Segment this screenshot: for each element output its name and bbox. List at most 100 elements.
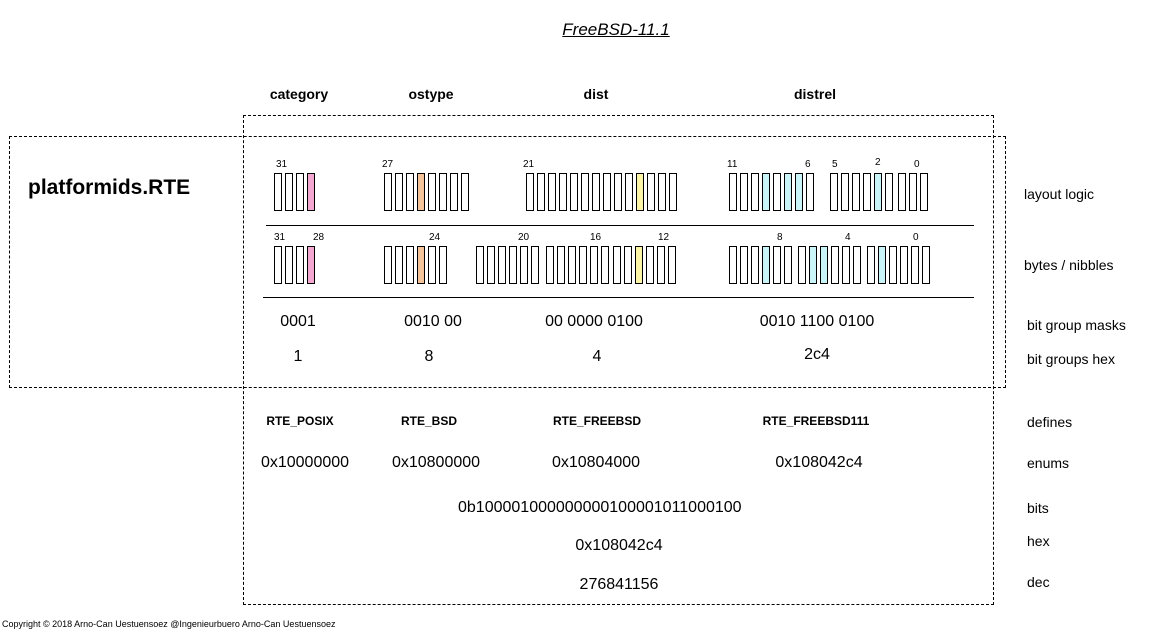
define-freebsd111: RTE_FREEBSD111 (762, 414, 870, 428)
bit-cell (806, 173, 814, 211)
bit-cell (867, 246, 875, 284)
bit-cell (646, 246, 654, 284)
bit-cell (417, 173, 425, 211)
column-dist: dist (583, 86, 609, 102)
bit-cell (406, 246, 414, 284)
row-label-masks: bit group masks (1027, 317, 1126, 333)
bit-cell (307, 246, 315, 284)
row-label-defines: defines (1027, 414, 1073, 430)
bit-cell (773, 173, 781, 211)
bit-cell (296, 246, 304, 284)
platform-name: platformids.RTE (28, 176, 191, 199)
bit-cell (729, 173, 737, 211)
row-label-dec: dec (1027, 574, 1050, 590)
bit-cell (601, 246, 609, 284)
bit-cell (461, 173, 469, 211)
dec-value: 276841156 (579, 576, 659, 593)
bit-cell (625, 173, 633, 211)
hex-category: 1 (293, 348, 303, 365)
bit-cell (498, 246, 506, 284)
bit-cell (841, 173, 849, 211)
column-category: category (269, 86, 329, 102)
bit-cell (740, 246, 748, 284)
bit-cell (526, 173, 534, 211)
bit-cell (878, 246, 886, 284)
separator-line (263, 297, 974, 298)
bit-cell (740, 173, 748, 211)
bit-cell (384, 173, 392, 211)
bit-cell (885, 173, 893, 211)
bit-cell (820, 246, 828, 284)
bit-cell (274, 173, 282, 211)
bit-cell (384, 246, 392, 284)
bit-cell (537, 173, 545, 211)
bit-cell (762, 246, 770, 284)
mask-dist: 00 0000 0100 (545, 313, 643, 330)
bit-cell (784, 246, 792, 284)
enum-freebsd: 0x10804000 (551, 454, 641, 471)
bit-cell (809, 246, 817, 284)
bit-cell (831, 246, 839, 284)
bit-cell (590, 246, 598, 284)
bit-number: 28 (313, 232, 325, 243)
bit-number: 2 (875, 157, 881, 168)
bit-cell (773, 246, 781, 284)
bit-cell (751, 173, 759, 211)
bit-cell (911, 246, 919, 284)
bit-cell (557, 246, 565, 284)
bit-cell (853, 246, 861, 284)
bit-cell (863, 173, 871, 211)
bit-cell (657, 246, 665, 284)
bit-cell (784, 173, 792, 211)
bit-cell (476, 246, 484, 284)
copyright-text: Copyright © 2018 Arno-Can Uestuensoez @I… (2, 619, 336, 629)
bit-cell (520, 246, 528, 284)
bits-value: 0b100001000000000100001011000100 (458, 499, 742, 516)
hex-ostype: 8 (424, 348, 434, 365)
mask-category: 0001 (280, 313, 316, 330)
bit-cell (395, 173, 403, 211)
define-bsd: RTE_BSD (400, 414, 457, 428)
bit-cell (636, 173, 644, 211)
bit-cell (559, 173, 567, 211)
bit-cell (668, 246, 676, 284)
bit-cell (751, 246, 759, 284)
bit-cell (428, 173, 436, 211)
bit-cell (531, 246, 539, 284)
bit-cell (592, 173, 600, 211)
bit-cell (285, 246, 293, 284)
bit-cell (395, 246, 403, 284)
bit-cell (603, 173, 611, 211)
bit-cell (274, 246, 282, 284)
bit-cell (613, 246, 621, 284)
bit-number: 0 (913, 232, 919, 243)
bit-number: 21 (523, 159, 535, 170)
bit-cell (909, 173, 917, 211)
bit-number: 0 (914, 159, 920, 170)
bit-cell (509, 246, 517, 284)
bit-cell (889, 246, 897, 284)
hex-value: 0x108042c4 (575, 537, 663, 554)
column-ostype: ostype (408, 86, 454, 102)
bit-cell (296, 173, 304, 211)
row-label-hex: bit groups hex (1027, 351, 1115, 367)
row-label-enums: enums (1027, 455, 1070, 471)
enum-freebsd111: 0x108042c4 (775, 454, 863, 471)
bit-cell (842, 246, 850, 284)
outer-dashed-frame (243, 115, 994, 605)
row-label-bytes: bytes / nibbles (1024, 257, 1114, 273)
bit-cell (546, 246, 554, 284)
bit-cell (729, 246, 737, 284)
bit-cell (647, 173, 655, 211)
bit-cell (669, 173, 677, 211)
bit-cell (658, 173, 666, 211)
enum-bsd: 0x10800000 (391, 454, 481, 471)
separator-line (266, 225, 974, 226)
bit-cell (852, 173, 860, 211)
rte-dashed-frame (9, 136, 1006, 388)
row-label-hexall: hex (1027, 533, 1050, 549)
bit-cell (285, 173, 293, 211)
bit-cell (830, 173, 838, 211)
bit-cell (581, 173, 589, 211)
bit-cell (548, 173, 556, 211)
